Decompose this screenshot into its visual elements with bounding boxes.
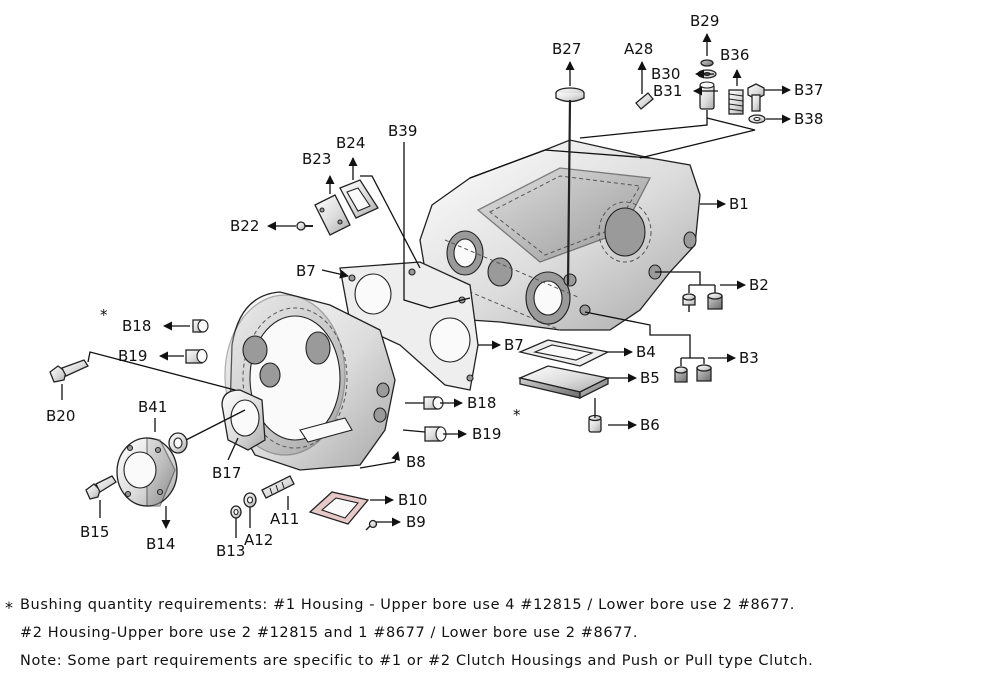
label-b3: B3 — [739, 349, 759, 367]
cover-b24 — [339, 179, 379, 219]
label-b18-left: B18 — [122, 317, 151, 335]
label-b37: B37 — [794, 81, 823, 99]
label-b36: B36 — [720, 46, 749, 64]
label-b15: B15 — [80, 523, 109, 541]
label-b2: B2 — [749, 276, 769, 294]
label-b19-right: B19 — [472, 425, 501, 443]
gasket-b7 — [339, 261, 479, 391]
bushing-b19-right — [424, 426, 447, 442]
spring-b36 — [728, 89, 744, 115]
footnote-marker: * — [5, 598, 13, 617]
label-b39: B39 — [388, 122, 417, 140]
washer-a12 — [243, 492, 257, 508]
leader-lines — [61, 33, 791, 538]
label-b29: B29 — [690, 12, 719, 30]
label-b9: B9 — [406, 513, 426, 531]
label-b38: B38 — [794, 110, 823, 128]
pin-a28 — [635, 92, 654, 110]
label-b27: B27 — [552, 40, 581, 58]
label-b31: B31 — [653, 82, 682, 100]
fittings-b3 — [674, 364, 712, 383]
label-b18-right: B18 — [467, 394, 496, 412]
gasket-b4 — [517, 339, 610, 367]
asterisk-left: * — [100, 306, 108, 324]
label-b7-right: B7 — [504, 336, 524, 354]
bolt-b15 — [85, 475, 117, 500]
label-b19-left: B19 — [118, 347, 147, 365]
label-b8: B8 — [406, 453, 426, 471]
label-b41: B41 — [138, 398, 167, 416]
label-b1: B1 — [729, 195, 749, 213]
screw-b22 — [296, 221, 313, 231]
bushing-b19-left — [185, 348, 208, 364]
label-b4: B4 — [636, 343, 656, 361]
bushing-b18-right — [423, 396, 444, 410]
screw-b9 — [365, 519, 378, 531]
label-b14: B14 — [146, 535, 175, 553]
label-b7-left: B7 — [296, 262, 316, 280]
footnotes: * Bushing quantity requirements: #1 Hous… — [0, 590, 1000, 683]
exploded-parts-diagram: B29 B27 A28 B36 B30 B31 B37 B38 B1 B2 B3… — [46, 12, 823, 560]
part-labels: B29 B27 A28 B36 B30 B31 B37 B38 B1 B2 B3… — [46, 12, 823, 560]
cover-b10 — [308, 491, 370, 525]
washer-b38 — [748, 114, 766, 124]
label-a12: A12 — [244, 531, 273, 549]
bolt-b20 — [49, 359, 89, 383]
label-b23: B23 — [302, 150, 331, 168]
label-b13: B13 — [216, 542, 245, 560]
label-b20: B20 — [46, 407, 75, 425]
label-b6: B6 — [640, 416, 660, 434]
label-b10: B10 — [398, 491, 427, 509]
label-b24: B24 — [336, 134, 365, 152]
stud-a11 — [261, 475, 295, 499]
label-b30: B30 — [651, 65, 680, 83]
part-requirements-note: Note: Some part requirements are specifi… — [20, 653, 814, 669]
label-b22: B22 — [230, 217, 259, 235]
bushing-b18-left — [192, 319, 209, 333]
label-b17: B17 — [212, 464, 241, 482]
fastener-stack-b29-b31 — [697, 59, 717, 110]
label-b5: B5 — [640, 369, 660, 387]
bolt-b37 — [747, 83, 765, 112]
cover-b23 — [314, 194, 351, 236]
cover-b5 — [517, 365, 610, 400]
clutch-housing — [221, 291, 396, 471]
bushing-requirements-note: Bushing quantity requirements: #1 Housin… — [20, 597, 795, 613]
flange-cap-b14 — [116, 437, 178, 507]
housing-2-note: #2 Housing-Upper bore use 2 #12815 and 1… — [20, 625, 639, 641]
label-a28: A28 — [624, 40, 653, 58]
seal-b41 — [168, 432, 188, 454]
label-a11: A11 — [270, 510, 299, 528]
asterisk-right: * — [513, 406, 521, 424]
fittings-b2 — [682, 292, 723, 312]
transmission-housing — [419, 139, 701, 331]
top-plug-b27 — [555, 87, 585, 286]
nut-b13 — [230, 505, 242, 519]
